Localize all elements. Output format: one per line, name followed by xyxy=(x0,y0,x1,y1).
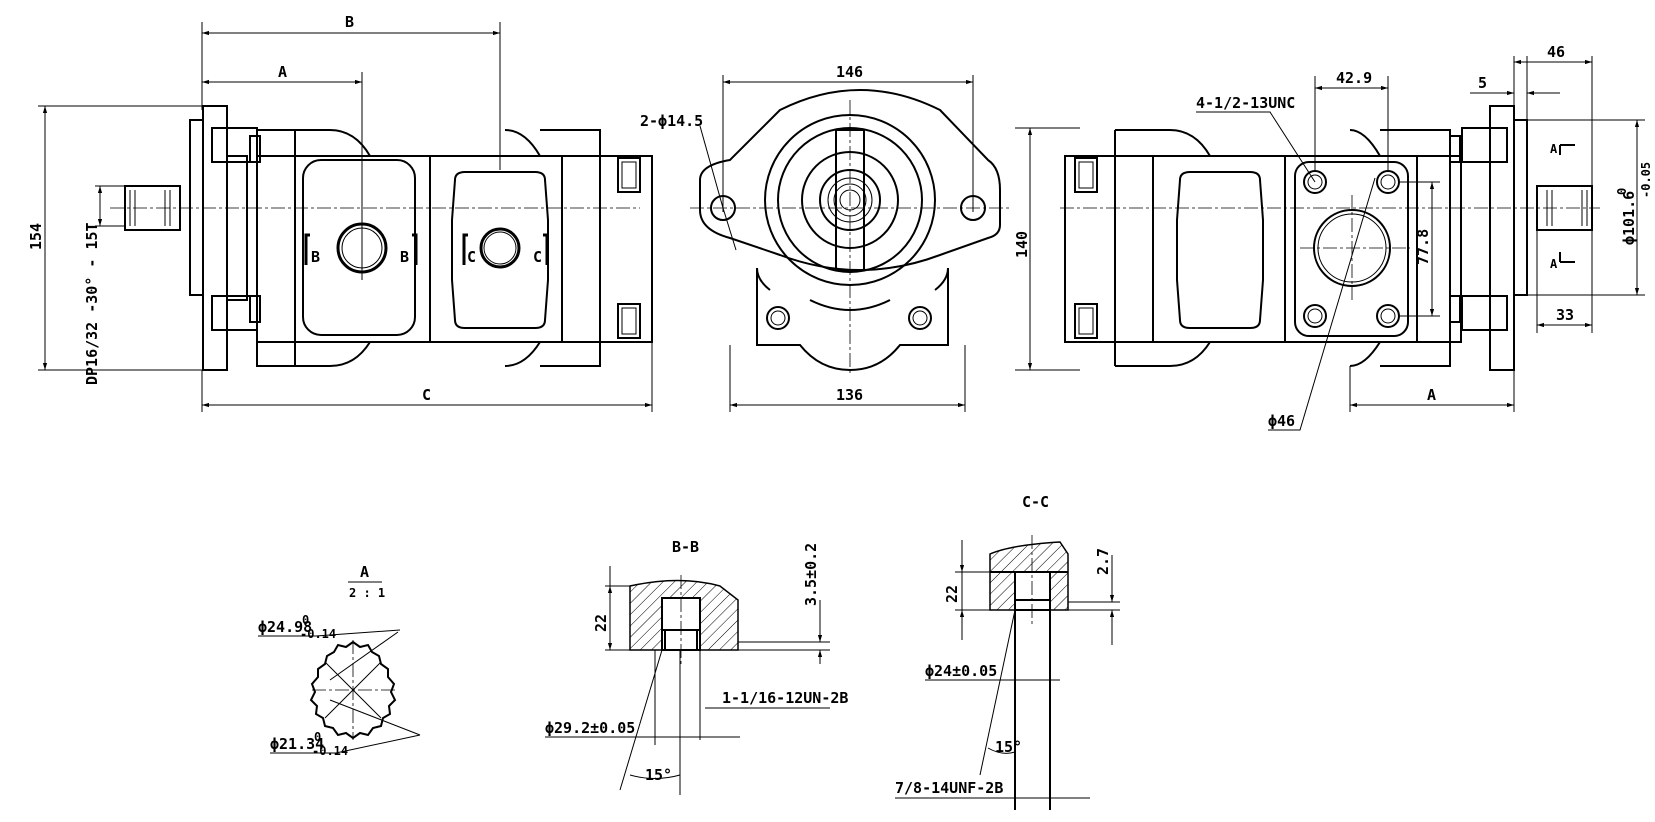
bb-angle-label: 15° xyxy=(645,766,672,784)
dim-5-label: 5 xyxy=(1478,74,1487,92)
spline-od-tol-low: -0.14 xyxy=(300,627,336,641)
spline-id-label: ϕ21.34 xyxy=(270,735,324,753)
spline-spec-label: DP16/32 -30° - 15T xyxy=(83,222,101,385)
dim-A-rear-label: A xyxy=(1427,386,1436,404)
dim-A-label: A xyxy=(278,63,287,81)
left-side-view: B A 154 DP16/32 -30° - 15T xyxy=(27,13,653,412)
section-mark-C-left: C xyxy=(467,248,476,266)
section-mark-B-right: B xyxy=(400,248,409,266)
view-arrow-A-top: A xyxy=(1550,142,1558,156)
dim-42-9-label: 42.9 xyxy=(1336,69,1372,87)
cc-dia-label: ϕ24±0.05 xyxy=(925,662,997,680)
detail-A-spline: A 2 : 1 ϕ24.98 0 -0.14 ϕ21.34 0 -0.14 xyxy=(258,563,421,758)
spline-id-tol-up: 0 xyxy=(314,730,321,744)
spline-od-label: ϕ24.98 xyxy=(258,618,312,636)
cc-2-7-label: 2.7 xyxy=(1094,548,1112,575)
section-mark-C-right: C xyxy=(533,248,542,266)
thread-4-label: 4-1/2-13UNC xyxy=(1196,94,1295,112)
bb-3-5-label: 3.5±0.2 xyxy=(802,543,820,606)
bb-dia-label: ϕ29.2±0.05 xyxy=(545,719,635,737)
spline-id-tol-low: -0.14 xyxy=(312,744,348,758)
detail-A-scale: 2 : 1 xyxy=(349,586,385,600)
spline-od-tol-up: 0 xyxy=(302,613,309,627)
bb-22-label: 22 xyxy=(592,614,610,632)
dim-B-label: B xyxy=(345,13,354,31)
dim-77-8-label: 77.8 xyxy=(1414,229,1432,265)
dim-101-6-tol-low: -0.05 xyxy=(1639,162,1653,198)
detail-A-title: A xyxy=(360,563,369,581)
dim-101-6-tol-up: 0 xyxy=(1615,188,1629,195)
dim-33-label: 33 xyxy=(1556,306,1574,324)
section-CC-title: C-C xyxy=(1022,493,1049,511)
bb-thread-label: 1-1/16-12UN-2B xyxy=(722,689,848,707)
dim-140-label: 140 xyxy=(1013,231,1031,258)
view-arrow-A-bottom: A xyxy=(1550,257,1558,271)
section-BB-title: B-B xyxy=(672,538,699,556)
front-view: 146 2-ϕ14.5 136 xyxy=(640,63,1010,412)
cc-22-label: 22 xyxy=(943,585,961,603)
dim-154-label: 154 xyxy=(27,223,45,250)
cc-thread-label: 7/8-14UNF-2B xyxy=(895,779,1003,797)
dim-136-label: 136 xyxy=(836,386,863,404)
cc-angle-label: 15° xyxy=(995,738,1022,756)
dim-46-dia-label: ϕ46 xyxy=(1268,412,1295,430)
section-mark-B-left: B xyxy=(311,248,320,266)
holes-2-label: 2-ϕ14.5 xyxy=(640,112,703,130)
section-C-C: C-C 22 2.7 ϕ24±0.05 15° 7/8-14UNF-2B xyxy=(895,493,1120,810)
dim-46-label: 46 xyxy=(1547,43,1565,61)
dim-101-6-label: ϕ101.6 xyxy=(1620,191,1638,245)
rear-view: 140 xyxy=(1013,43,1653,431)
dim-146-label: 146 xyxy=(836,63,863,81)
section-B-B: B-B 22 3.5±0.2 1-1/16-12UN-2B ϕ29.2±0.05… xyxy=(545,538,848,795)
dim-C-label: C xyxy=(422,386,431,404)
